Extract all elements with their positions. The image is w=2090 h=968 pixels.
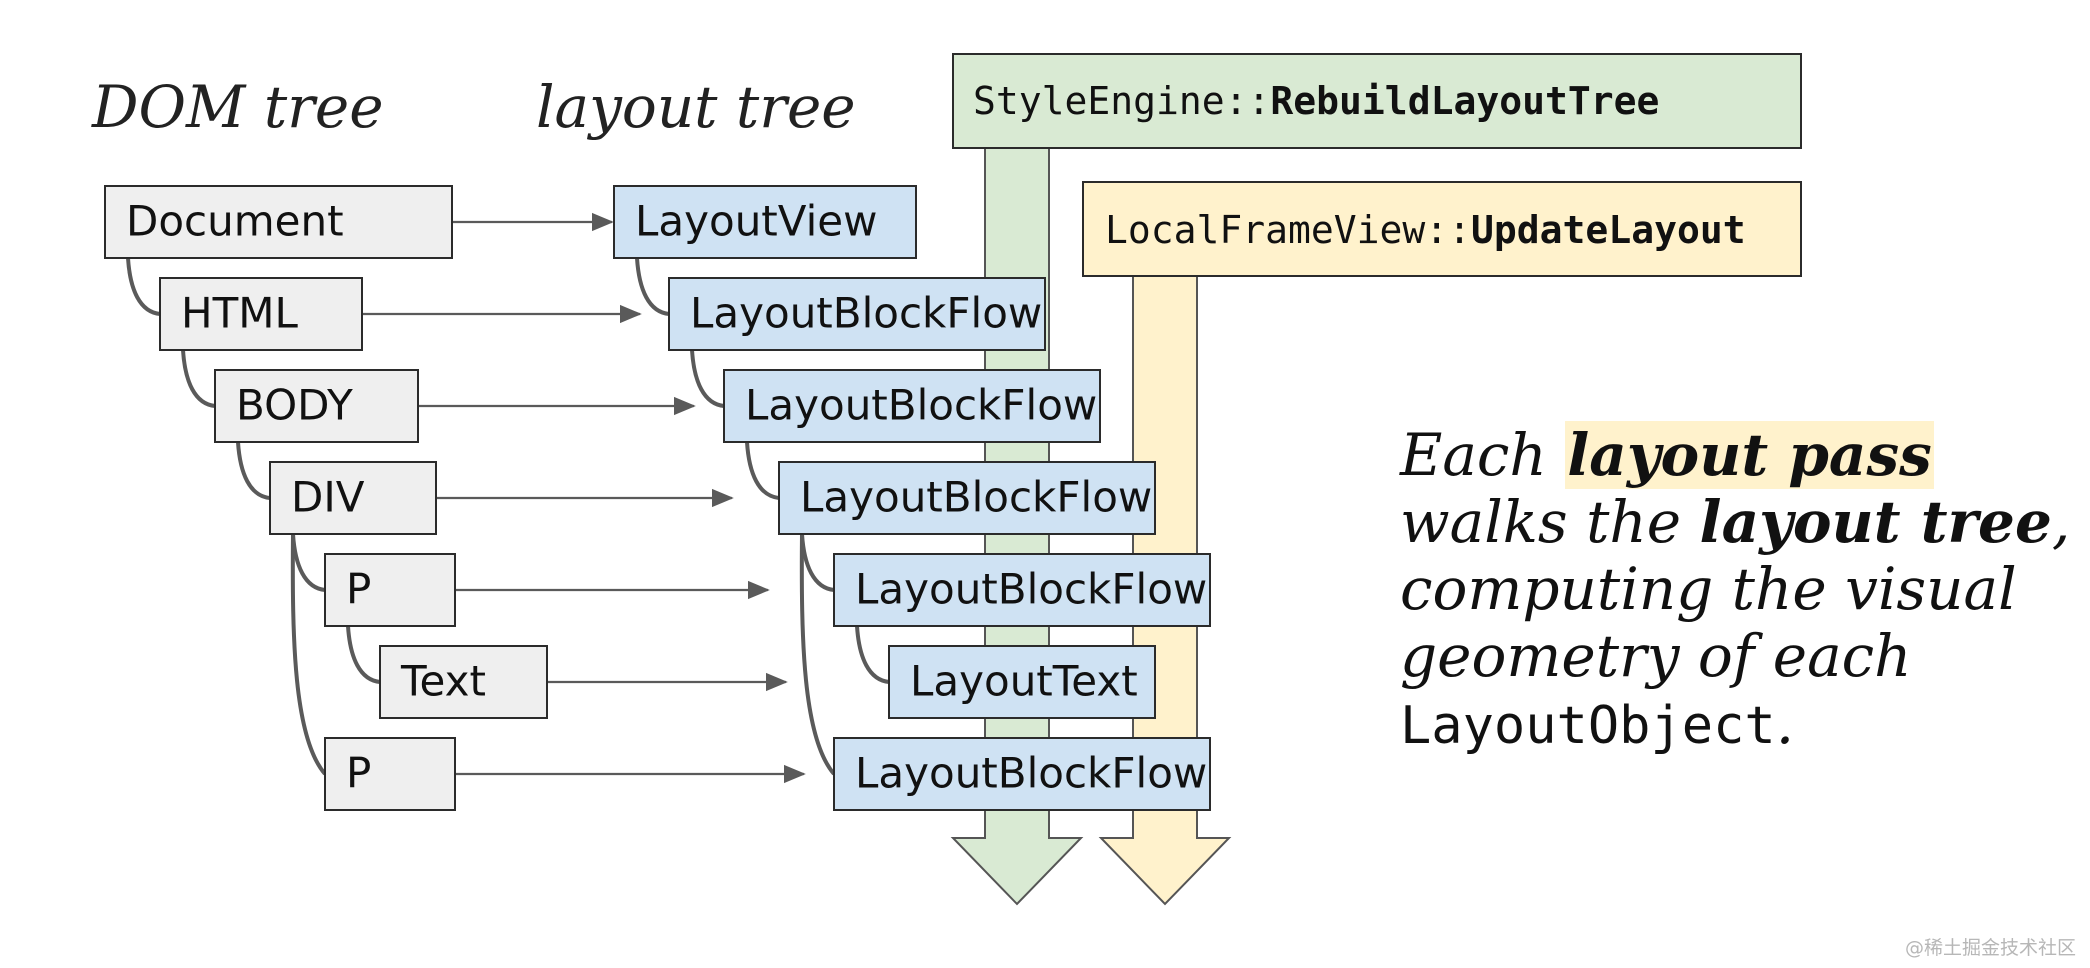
- layout-node-view: LayoutView: [613, 185, 917, 259]
- caption-highlight: layout pass: [1565, 421, 1934, 489]
- layout-node-block-flow-p-second: LayoutBlockFlow: [833, 737, 1211, 811]
- layout-node-block-flow-p-first-label: LayoutBlockFlow: [855, 565, 1207, 614]
- layout-tree-heading: layout tree: [536, 73, 856, 141]
- dom-node-document: Document: [104, 185, 453, 259]
- dom-node-p-second: P: [324, 737, 456, 811]
- dom-node-document-label: Document: [126, 197, 344, 246]
- layout-tree: LayoutView LayoutBlockFlow LayoutBlockFl…: [613, 185, 1211, 811]
- layout-node-block-flow-p-second-label: LayoutBlockFlow: [855, 749, 1207, 798]
- caption-text: .: [1775, 689, 1795, 757]
- layout-tree-edges: [635, 257, 890, 776]
- update-layout-label: LocalFrameView::UpdateLayout: [1105, 208, 1746, 252]
- caption-text: walks the: [1400, 488, 1700, 556]
- caption-code: LayoutObject: [1400, 696, 1776, 756]
- dom-node-text-label: Text: [400, 657, 486, 706]
- caption-text: ,: [2051, 488, 2071, 556]
- dom-tree-edges: [126, 257, 381, 776]
- dom-node-p-second-label: P: [346, 749, 371, 798]
- caption-line-5: LayoutObject.: [1400, 690, 2040, 760]
- dom-node-html-label: HTML: [181, 289, 298, 338]
- dom-tree: Document HTML BODY DIV P Text: [104, 185, 548, 811]
- dom-node-body: BODY: [214, 369, 419, 443]
- update-layout-stage: LocalFrameView::UpdateLayout: [1082, 181, 1802, 277]
- caption-line-2: walks the layout tree,: [1400, 488, 2070, 556]
- caption-line-1: Each layout pass: [1400, 421, 2040, 489]
- dom-node-text: Text: [379, 645, 548, 719]
- caption: Each layout pass walks the layout tree, …: [1400, 421, 2070, 760]
- layout-node-block-flow-p-first: LayoutBlockFlow: [833, 553, 1211, 627]
- dom-node-p-first: P: [324, 553, 456, 627]
- dom-node-body-label: BODY: [236, 381, 353, 430]
- layout-node-view-label: LayoutView: [635, 197, 877, 246]
- layout-node-block-flow-body: LayoutBlockFlow: [723, 369, 1101, 443]
- rebuild-layout-tree-stage: StyleEngine::RebuildLayoutTree: [952, 53, 1802, 149]
- layout-node-block-flow-html: LayoutBlockFlow: [668, 277, 1046, 351]
- dom-to-layout-mappings: [362, 212, 806, 784]
- caption-text: Each: [1400, 421, 1566, 489]
- dom-node-div-label: DIV: [291, 473, 365, 522]
- layout-node-block-flow-div-label: LayoutBlockFlow: [800, 473, 1152, 522]
- caption-line-3: computing the visual: [1400, 555, 2017, 623]
- dom-node-div: DIV: [269, 461, 437, 535]
- watermark: @稀土掘金技术社区: [1904, 937, 2076, 959]
- layout-node-text-label: LayoutText: [910, 657, 1138, 706]
- layout-node-block-flow-html-label: LayoutBlockFlow: [690, 289, 1042, 338]
- dom-tree-heading: DOM tree: [91, 73, 384, 141]
- rebuild-layout-tree-label: StyleEngine::RebuildLayoutTree: [973, 79, 1659, 123]
- layout-node-text: LayoutText: [888, 645, 1156, 719]
- caption-emphasis: layout tree: [1699, 488, 2052, 556]
- caption-line-4: geometry of each: [1400, 622, 1912, 690]
- layout-node-block-flow-body-label: LayoutBlockFlow: [745, 381, 1097, 430]
- layout-node-block-flow-div: LayoutBlockFlow: [778, 461, 1156, 535]
- dom-node-html: HTML: [159, 277, 363, 351]
- dom-node-p-first-label: P: [346, 565, 371, 614]
